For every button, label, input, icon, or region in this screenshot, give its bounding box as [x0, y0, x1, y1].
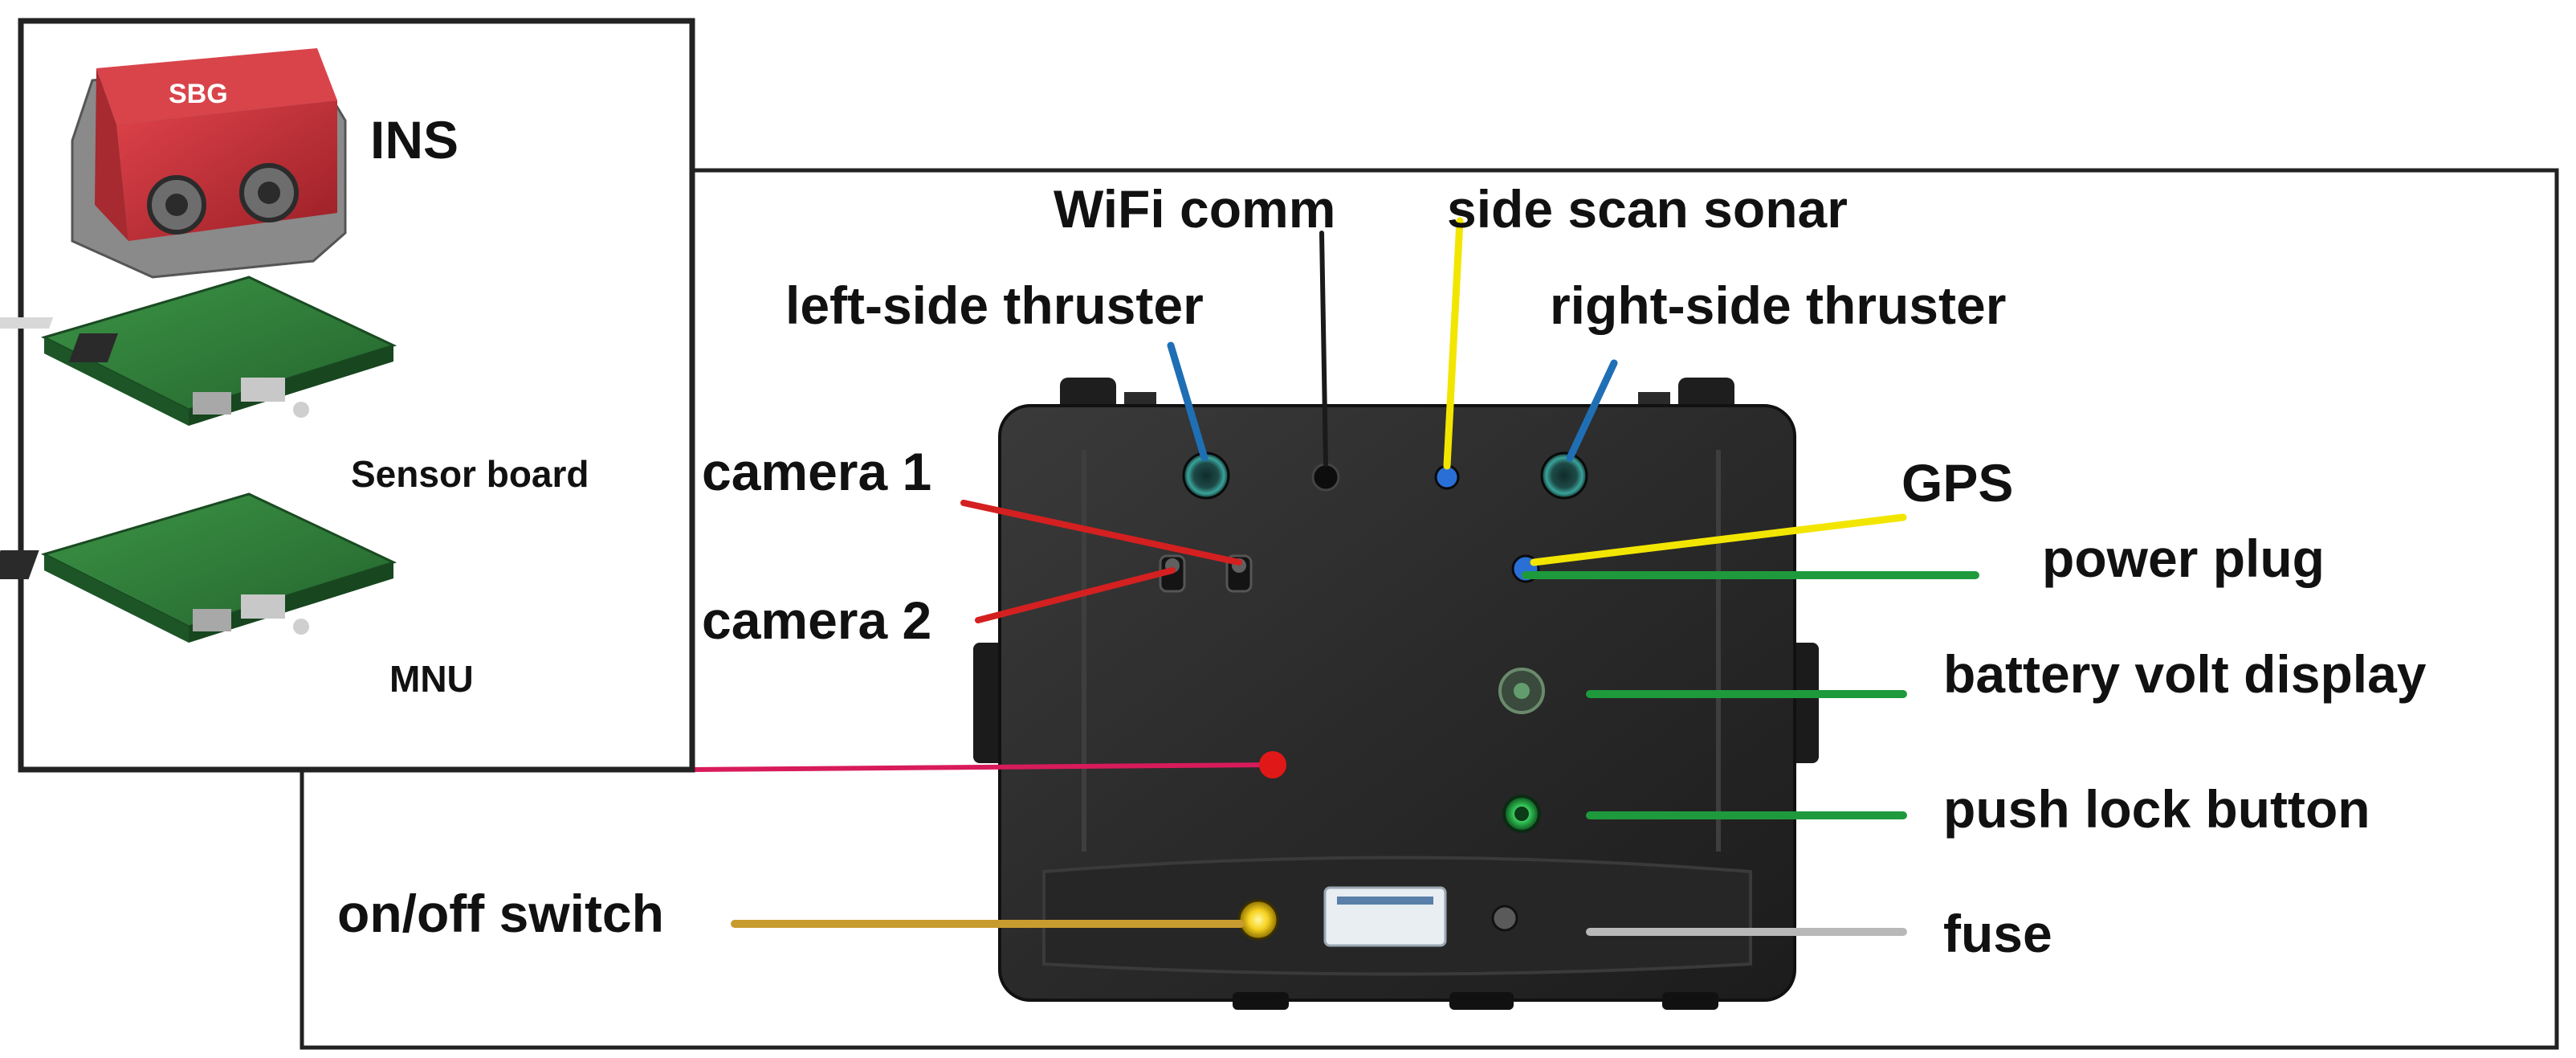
label-gps: GPS: [1901, 453, 2013, 513]
mnu-board: [0, 492, 397, 643]
leader-right-thruster: [1566, 359, 1618, 462]
case-foot-mid: [1449, 992, 1514, 1010]
sensor-board: [0, 276, 397, 426]
leader-lines: [690, 217, 1979, 936]
leader-wifi-comm: [1319, 231, 1328, 467]
leader-gps: [1530, 513, 1907, 566]
label-right-side-thruster: right-side thruster: [1550, 276, 2006, 335]
leader-left-thruster: [1167, 341, 1209, 462]
push-lock-button-center-icon: [1514, 807, 1529, 821]
component-inset: SBG INS Sensor board MNU: [0, 18, 695, 773]
rating-plate: [1323, 886, 1447, 947]
label-wifi-comm: WiFi comm: [1054, 179, 1335, 239]
labels: WiFi comm side scan sonar left-side thru…: [337, 179, 2427, 963]
wifi-antenna-connector-icon: [1311, 463, 1340, 492]
leader-camera-2: [975, 567, 1176, 623]
right-thruster-connector-icon: [1540, 451, 1588, 500]
label-push-lock-button: push lock button: [1943, 779, 2370, 839]
label-camera-1: camera 1: [702, 442, 931, 501]
label-mnu: MNU: [389, 658, 474, 700]
label-camera-2: camera 2: [702, 590, 931, 650]
rating-plate-stripe: [1337, 897, 1433, 905]
leader-camera-1: [960, 500, 1242, 566]
case-foot-right: [1662, 992, 1718, 1010]
label-fuse: fuse: [1943, 904, 2052, 963]
ins-brand-logo: SBG: [169, 79, 228, 109]
on-off-switch-icon: [1237, 899, 1279, 941]
label-ins: INS: [370, 110, 459, 170]
leader-inset-link-dot: [1259, 751, 1286, 778]
fuse-holder-icon: [1491, 905, 1518, 932]
label-battery-volt-display: battery volt display: [1943, 644, 2427, 704]
leader-side-scan-sonar: [1443, 217, 1464, 470]
label-side-scan-sonar: side scan sonar: [1447, 179, 1848, 239]
ins-unit: SBG: [71, 48, 347, 279]
battery-volt-display-led-icon: [1514, 683, 1530, 699]
label-left-side-thruster: left-side thruster: [785, 276, 1204, 335]
label-sensor-board: Sensor board: [351, 453, 589, 495]
case-foot-left: [1233, 992, 1289, 1010]
leader-inset-link: [690, 762, 1275, 772]
label-power-plug: power plug: [2042, 529, 2325, 588]
label-on-off-switch: on/off switch: [337, 884, 664, 943]
